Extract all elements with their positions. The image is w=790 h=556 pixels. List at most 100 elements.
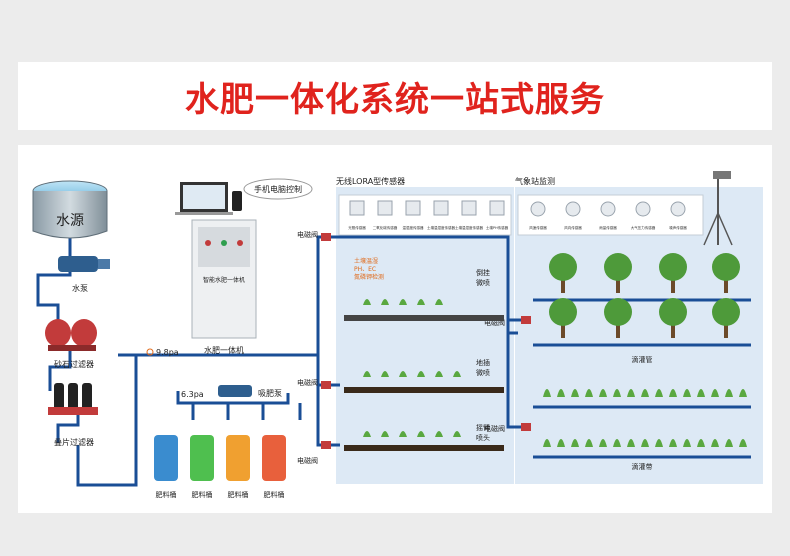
bucket-label-4: 肥料桶 <box>264 490 285 499</box>
sensor-name: 温湿度传感器 <box>403 225 424 230</box>
pressure-main-label: 9.8pa <box>156 348 179 357</box>
crop-icon <box>627 439 635 447</box>
seedling-icon <box>453 431 461 437</box>
seedling-icon <box>399 299 407 305</box>
rocker-sprinkler-bed <box>344 445 504 451</box>
tree-icon <box>659 298 687 326</box>
crop-icon <box>697 439 705 447</box>
diagram-panel: 无线LORA型传感器 气象站监测 水源 水泵 砂石过滤器 叠片过滤器 9.8pa… <box>18 145 772 513</box>
weather-sensor-icon <box>670 201 686 217</box>
crop-icon <box>557 389 565 397</box>
seedling-icon <box>381 299 389 305</box>
sensor-name: 二氧化碳传感器 <box>373 225 398 230</box>
crop-icon <box>655 439 663 447</box>
solenoid-label-2: 电磁阀 <box>297 378 318 387</box>
water-tank-body <box>32 191 108 239</box>
crop-icon <box>585 439 593 447</box>
tree-icon <box>604 298 632 326</box>
crop-icon <box>683 389 691 397</box>
lora-section-title: 无线LORA型传感器 <box>336 176 405 186</box>
crop-icon <box>543 439 551 447</box>
crop-icon <box>571 439 579 447</box>
solenoid-valves <box>321 233 531 449</box>
tree-icon <box>549 298 577 326</box>
tree-trunk <box>561 324 565 338</box>
water-source-label: 水源 <box>56 213 84 229</box>
sensor-icon <box>433 200 449 216</box>
rocker-text-line: 喷头 <box>476 433 490 442</box>
drip-tape-label: 滴灌带 <box>632 462 653 471</box>
disc-filter-label: 叠片过滤器 <box>54 437 94 447</box>
hanging-spray-bed <box>344 315 504 321</box>
water-pipes <box>36 235 751 487</box>
ground-text-line: 地插 <box>476 358 490 367</box>
seedling-icon <box>399 431 407 437</box>
seedling-icon <box>381 431 389 437</box>
tree-icon <box>712 298 740 326</box>
weather-section-title: 气象站监测 <box>515 176 555 186</box>
crop-icon <box>669 439 677 447</box>
crop-icon <box>613 389 621 397</box>
crop-icon <box>599 439 607 447</box>
sensor-icon <box>405 200 421 216</box>
seedling-icon <box>399 371 407 377</box>
sensor-row: 光照传感器二氧化碳传感器温湿度传感器土壤温湿度传感器土壤温湿度传感器土壤PH传感… <box>348 200 509 230</box>
weather-sensor-name: 雨量传感器 <box>599 225 617 230</box>
crop-icon <box>599 389 607 397</box>
seedling-icon <box>417 371 425 377</box>
bucket-label-3: 肥料桶 <box>228 490 249 499</box>
weather-sensor-name: 大气压力传感器 <box>631 225 656 230</box>
crop-icon <box>557 439 565 447</box>
soil-text-line: 氮磷钾检测 <box>354 273 384 281</box>
machine-brand-label: 智能水肥一体机 <box>203 276 245 284</box>
solenoid-label-5: 电磁阀 <box>484 424 505 433</box>
phone-control-bubble <box>243 178 313 200</box>
weather-sensor-icon <box>565 201 581 217</box>
crop-icon <box>739 439 747 447</box>
tree-trunk <box>671 324 675 338</box>
tree-icon <box>659 253 687 281</box>
crop-icon <box>725 389 733 397</box>
pressure-fert-label: 6.3pa <box>181 390 204 399</box>
sensor-icon <box>349 200 365 216</box>
tree-trunk <box>671 279 675 293</box>
rocker-text-line: 摇臂 <box>476 423 490 432</box>
solenoid-label-3: 电磁阀 <box>297 456 318 465</box>
irrigation-diagram: 无线LORA型传感器 气象站监测 水源 水泵 砂石过滤器 叠片过滤器 9.8pa… <box>32 171 763 499</box>
weather-sensor-icon <box>635 201 651 217</box>
crop-icon <box>543 389 551 397</box>
crop-icon <box>683 439 691 447</box>
bucket-label-1: 肥料桶 <box>156 490 177 499</box>
seedling-icon <box>363 371 371 377</box>
tree-trunk <box>561 279 565 293</box>
crop-icon <box>641 439 649 447</box>
weather-sensor-icon <box>600 201 616 217</box>
crop-icon <box>655 389 663 397</box>
crop-icon <box>641 389 649 397</box>
soil-text-line: 土壤温湿 <box>354 257 378 265</box>
pump-icon <box>58 256 98 272</box>
tree-icon <box>604 253 632 281</box>
seedling-icon <box>381 371 389 377</box>
crop-icon <box>739 389 747 397</box>
suction-pump-label: 吸肥泵 <box>258 389 282 398</box>
hanging-text-line: 微喷 <box>476 278 490 287</box>
weather-sensor-row: 风速传感器风向传感器雨量传感器大气压力传感器噪声传感器 <box>529 201 687 230</box>
page-title: 水肥一体化系统一站式服务 <box>185 80 605 120</box>
phone-icon <box>232 191 242 211</box>
seedling-icon <box>417 431 425 437</box>
tree-trunk <box>724 279 728 293</box>
sensor-name: 土壤PH传感器 <box>486 225 509 230</box>
crop-icon <box>613 439 621 447</box>
weather-sensor-name: 噪声传感器 <box>669 225 687 230</box>
sensor-strip <box>338 194 512 236</box>
disc-filter-icon <box>54 383 64 413</box>
weather-sensor-name: 风向传感器 <box>564 225 582 230</box>
seedling-icon <box>363 431 371 437</box>
phone-control-label: 手机电脑控制 <box>254 184 302 194</box>
tree-trunk <box>724 324 728 338</box>
